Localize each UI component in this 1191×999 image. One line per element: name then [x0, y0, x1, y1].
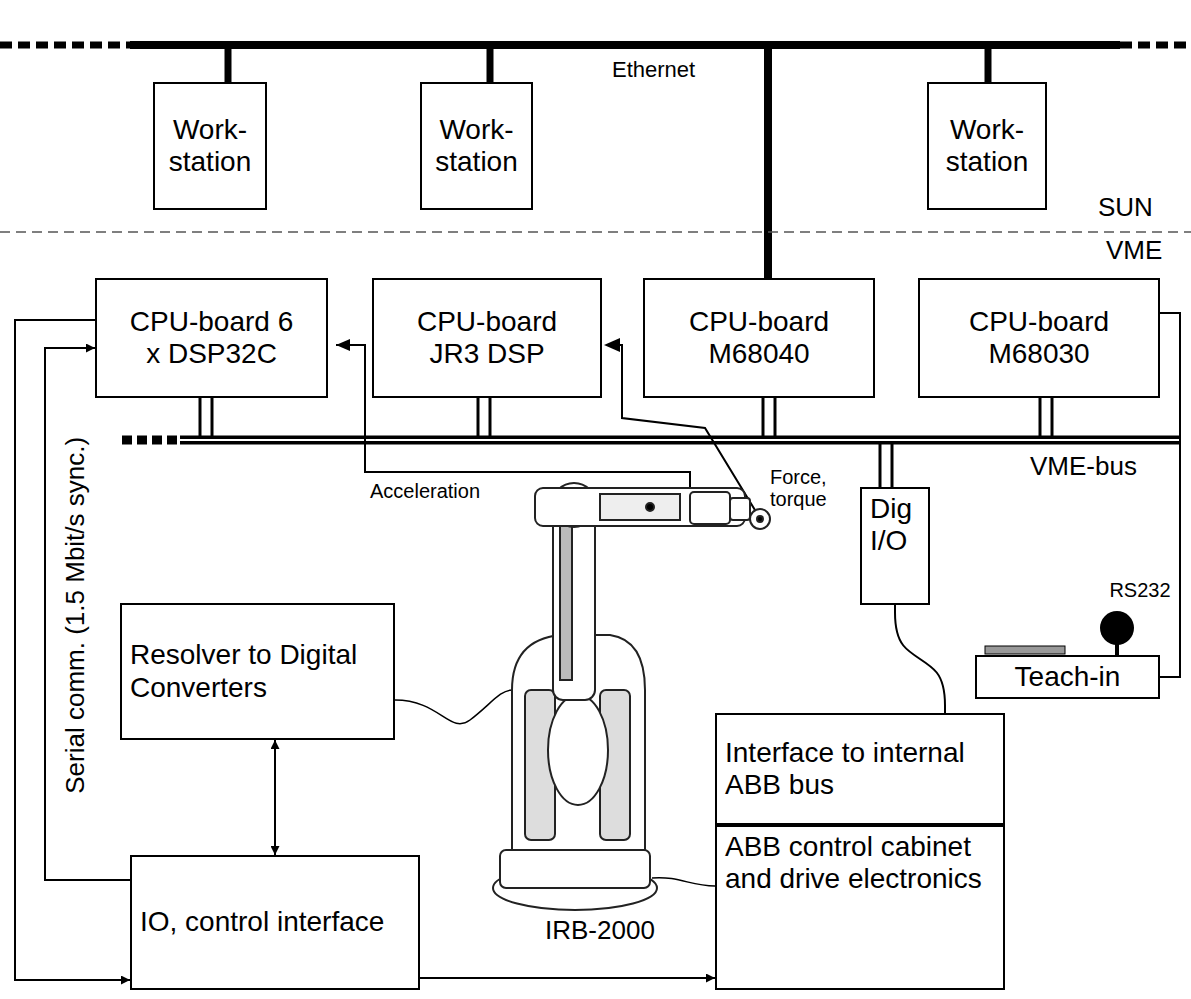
cable	[395, 690, 512, 724]
bus-stem	[764, 45, 772, 278]
box-text: Interface to internal ABB bus	[725, 737, 995, 801]
connector	[895, 605, 945, 713]
joystick-ball	[1100, 611, 1134, 645]
box-text: ABB control cabinet and drive electronic…	[725, 831, 995, 895]
diagram-label: VME	[1106, 236, 1162, 265]
cable	[652, 878, 715, 886]
bus-stems	[200, 398, 1052, 487]
cpu-board-box: CPU-board 6 x DSP32C	[95, 278, 328, 398]
connector	[15, 320, 130, 980]
box-text: Resolver to Digital Converters	[130, 639, 385, 703]
box-text: CPU-board 6 x DSP32C	[124, 306, 299, 370]
bus-dash	[1120, 42, 1191, 49]
ethernet-bus	[130, 41, 1120, 49]
diagram-label: VME-bus	[1030, 452, 1137, 481]
connector	[45, 348, 130, 880]
box-text: Teach-in	[1015, 661, 1121, 693]
hardware-box: Resolver to Digital Converters	[120, 603, 395, 740]
bus-stem	[487, 45, 494, 82]
bus-stem	[225, 45, 232, 82]
cpu-board-box: CPU-board JR3 DSP	[372, 278, 602, 398]
arrowhead	[604, 338, 620, 352]
box-text: CPU-board M68040	[672, 306, 847, 370]
hardware-box: Interface to internal ABB bus	[715, 713, 1005, 825]
connector	[420, 977, 715, 979]
box-text: Dig I/O	[870, 493, 920, 557]
vme-bus	[180, 436, 1180, 445]
workstation-box: Work-station	[420, 82, 533, 210]
diagram-label: Ethernet	[612, 58, 695, 82]
diagram-label: IRB-2000	[545, 916, 655, 945]
diagram-label: SUN	[1098, 193, 1153, 222]
hardware-box: Dig I/O	[860, 487, 930, 605]
box-text: IO, control interface	[140, 906, 410, 938]
vme-bus-gap	[180, 439, 1180, 441]
hardware-box: Teach-in	[975, 655, 1160, 699]
box-text: Work-station	[430, 114, 523, 178]
cpu-board-box: CPU-board M68040	[643, 278, 875, 398]
arrowhead	[336, 339, 350, 351]
workstation-box: Work-station	[927, 82, 1047, 210]
cpu-board-box: CPU-board M68030	[918, 278, 1160, 398]
connector	[274, 740, 276, 855]
hardware-box: ABB control cabinet and drive electronic…	[715, 825, 1005, 990]
workstation-box: Work-station	[153, 82, 267, 210]
pendant-screen	[985, 646, 1065, 654]
box-text: CPU-board M68030	[952, 306, 1127, 370]
diagram-label: Acceleration	[370, 480, 480, 502]
edge-label: Serial comm. (1.5 Mbit/s sync.)	[61, 435, 90, 796]
diagram-label: Force, torque	[770, 466, 850, 510]
bus-dash	[122, 436, 180, 445]
separator-line	[0, 231, 1191, 233]
connector	[1160, 313, 1180, 677]
box-text: CPU-board JR3 DSP	[400, 306, 575, 370]
edge-label: RS232	[1107, 579, 1172, 601]
hardware-box: IO, control interface	[130, 855, 420, 990]
bus-dash	[0, 42, 130, 49]
box-text: Work-station	[937, 114, 1037, 178]
box-text: Work-station	[163, 114, 257, 178]
bus-stem	[985, 45, 992, 82]
